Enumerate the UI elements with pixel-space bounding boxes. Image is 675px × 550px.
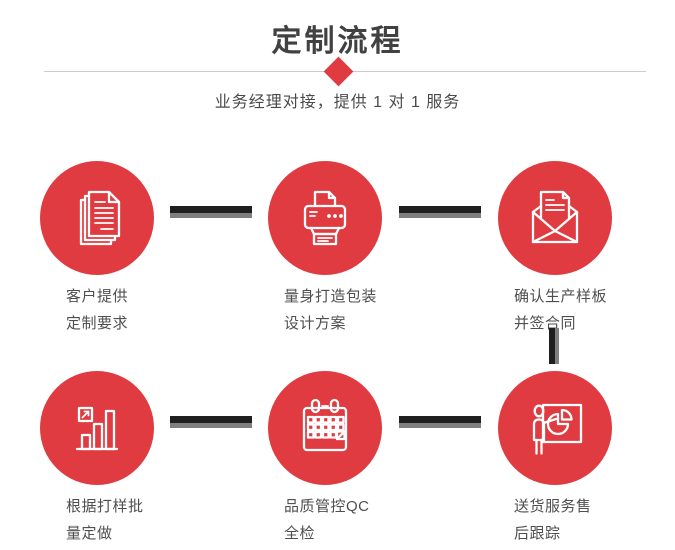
connector-step1-step2	[170, 206, 252, 218]
step-label-line: 量定做	[66, 525, 113, 542]
step-circle-quality-control	[268, 371, 382, 485]
step-label-line: 送货服务售	[514, 498, 592, 515]
step-label-line: 并签合同	[514, 315, 577, 332]
calendar-icon	[302, 398, 348, 452]
step-label-line: 客户提供	[66, 288, 129, 305]
step-label-delivery-tracking: 送货服务售 后跟踪	[514, 493, 592, 547]
step-label-design: 量身打造包装 设计方案	[284, 283, 377, 337]
envelope-icon	[531, 190, 579, 244]
step-circle-batch-production	[40, 371, 154, 485]
step-circle-requirements	[40, 161, 154, 275]
connector-step5-step6	[399, 416, 481, 428]
step-label-requirements: 客户提供 定制要求	[66, 283, 128, 337]
connector-step3-step6	[549, 328, 559, 364]
step-label-line: 根据打样批	[66, 498, 144, 515]
step-label-quality-control: 品质管控QC 全检	[284, 493, 370, 547]
step-circle-design	[268, 161, 382, 275]
presentation-icon	[532, 403, 583, 455]
documents-icon	[79, 190, 121, 246]
step-label-line: 量身打造包装	[284, 288, 378, 305]
page-title: 定制流程	[271, 25, 404, 58]
step-label-line: 后跟踪	[514, 525, 561, 542]
connector-step4-step5	[170, 416, 252, 428]
step-label-line: 品质管控QC	[284, 498, 370, 515]
step-label-contract: 确认生产样板 并签合同	[514, 283, 607, 337]
step-circle-delivery-tracking	[498, 371, 612, 485]
section-subtitle: 业务经理对接，提供 1 对 1 服务	[214, 94, 461, 111]
step-label-line: 全检	[284, 525, 316, 542]
bar-chart-icon	[75, 406, 119, 451]
diamond-marker	[323, 56, 354, 87]
step-circle-contract	[498, 161, 612, 275]
step-label-line: 确认生产样板	[514, 288, 608, 305]
connector-step2-step3	[399, 206, 481, 218]
step-label-line: 定制要求	[66, 315, 129, 332]
printer-icon	[303, 190, 347, 246]
step-label-line: 设计方案	[284, 315, 347, 332]
step-label-batch-production: 根据打样批 量定做	[66, 493, 144, 547]
